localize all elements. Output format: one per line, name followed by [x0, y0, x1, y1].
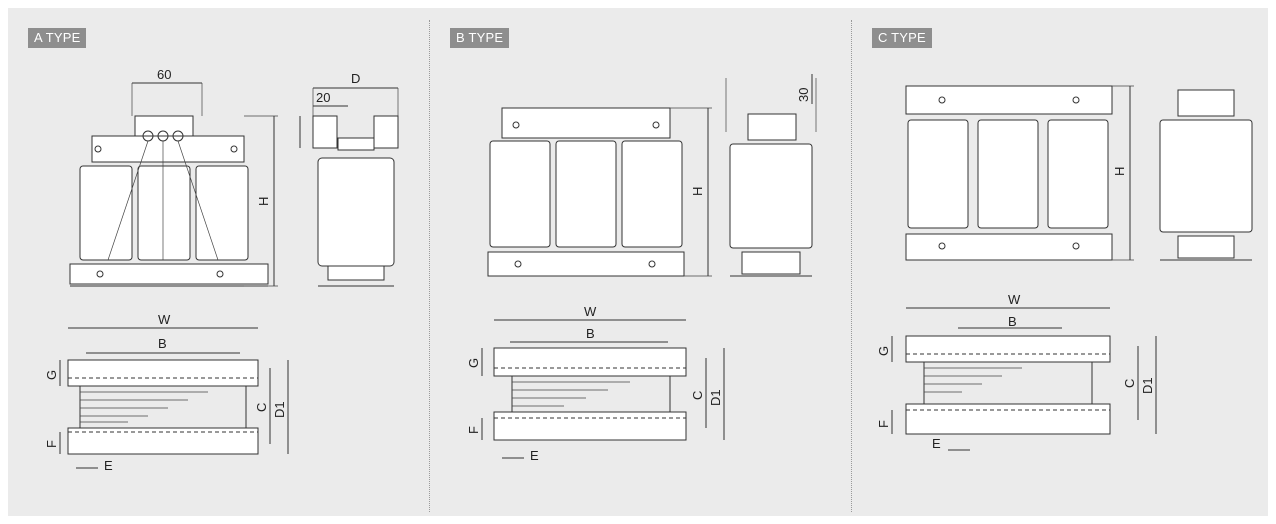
dim-b-b: B	[586, 326, 595, 341]
dim-w-a: W	[158, 312, 171, 327]
a-front-view: 60 H	[69, 67, 278, 287]
dim-d1-a: D1	[272, 401, 287, 418]
dim-30: 30	[796, 88, 811, 102]
c-side-view	[1159, 89, 1253, 261]
dim-f-b: F	[466, 426, 481, 434]
dim-c-c: C	[1122, 379, 1137, 388]
a-side-view: D 20	[299, 71, 399, 287]
dim-f-a: F	[44, 440, 59, 448]
dim-w-b: W	[584, 304, 597, 319]
dim-b-a: B	[158, 336, 167, 351]
c-type-drawing: H W B	[876, 85, 1253, 451]
dim-g-a: G	[44, 370, 59, 380]
drawing-sheet: A TYPE 60	[8, 8, 1268, 516]
dim-g-b: G	[466, 358, 481, 368]
dim-e-b: E	[530, 448, 539, 463]
panel-c-type: C TYPE H	[852, 8, 1268, 516]
b-type-drawing: H 30 W B	[466, 74, 817, 463]
a-plan-view: W B G C D1 F	[44, 312, 289, 473]
dim-60: 60	[157, 67, 171, 82]
dim-b-c: B	[1008, 314, 1017, 329]
separator-1	[429, 20, 430, 512]
dim-g-c: G	[876, 346, 891, 356]
b-front-view: H	[487, 107, 712, 277]
dim-e-c: E	[932, 436, 941, 451]
dim-d-a: D	[351, 71, 360, 86]
c-plan-view: W B G C D1 F	[876, 292, 1157, 451]
c-front-view: H	[905, 85, 1134, 261]
panel-a-type: A TYPE 60	[8, 8, 428, 516]
b-side-view: 30	[725, 74, 817, 277]
dim-e-a: E	[104, 458, 113, 473]
dim-h-a: H	[256, 197, 271, 206]
dim-w-c: W	[1008, 292, 1021, 307]
panel-b-type: B TYPE H 30	[430, 8, 850, 516]
b-plan-view: W B G C D1 F	[466, 304, 725, 463]
separator-2	[851, 20, 852, 512]
dim-d1-c: D1	[1140, 377, 1155, 394]
dim-h-c: H	[1112, 167, 1127, 176]
type-label-c: C TYPE	[872, 28, 932, 48]
dim-c-a: C	[254, 403, 269, 412]
dim-d1-b: D1	[708, 389, 723, 406]
type-label-b: B TYPE	[450, 28, 510, 48]
dim-f-c: F	[876, 420, 891, 428]
dim-20: 20	[316, 90, 330, 105]
dim-h-b: H	[690, 187, 705, 196]
dim-c-b: C	[690, 391, 705, 400]
type-label-a: A TYPE	[28, 28, 87, 48]
a-type-drawing: 60 H	[44, 67, 399, 473]
